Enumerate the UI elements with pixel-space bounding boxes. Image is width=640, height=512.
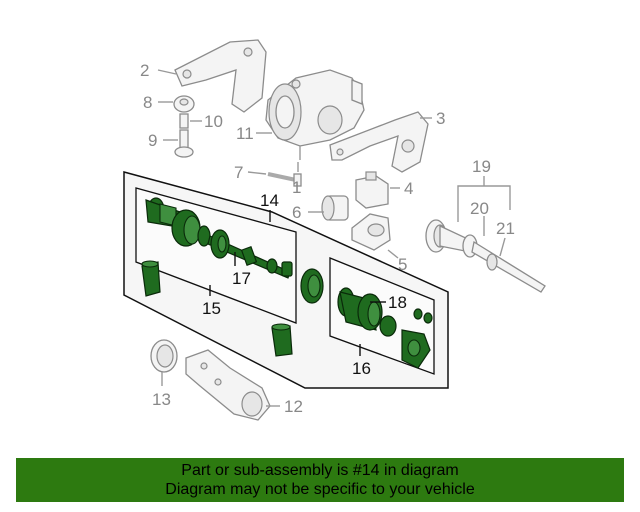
callout-8: 8 xyxy=(143,93,152,112)
part-2-bracket xyxy=(174,39,267,113)
callout-19: 19 xyxy=(472,157,491,176)
part-5-mount xyxy=(351,213,391,251)
callout-3: 3 xyxy=(436,109,445,128)
callout-10: 10 xyxy=(204,112,223,131)
callout-11: 11 xyxy=(236,124,254,143)
part-13-seal xyxy=(150,339,178,373)
part-7-bolt xyxy=(267,172,302,187)
callout-15: 15 xyxy=(202,299,221,318)
part-6-bushing xyxy=(321,195,349,221)
callout-21: 21 xyxy=(496,219,515,238)
callout-5: 5 xyxy=(398,255,407,274)
part-9-bolt xyxy=(174,129,194,158)
part-12-housing xyxy=(185,349,271,421)
part-3-bracket xyxy=(329,111,429,173)
callout-6: 6 xyxy=(292,203,301,222)
part-19-flange-shaft xyxy=(425,219,546,293)
callout-17: 17 xyxy=(232,269,251,288)
callout-12: 12 xyxy=(284,397,303,416)
boot-right xyxy=(271,323,293,357)
info-banner: Part or sub-assembly is #14 in diagram D… xyxy=(16,458,624,502)
callout-14: 14 xyxy=(260,191,279,210)
callout-7: 7 xyxy=(234,163,243,182)
callout-13: 13 xyxy=(152,390,171,409)
part-8-nut xyxy=(173,95,195,113)
banner-line-1: Part or sub-assembly is #14 in diagram xyxy=(181,462,459,479)
callout-9: 9 xyxy=(148,131,157,150)
part-10-sleeve xyxy=(179,113,189,129)
part-4-mount xyxy=(355,171,389,209)
callout-16: 16 xyxy=(352,359,371,378)
banner-line-2: Diagram may not be specific to your vehi… xyxy=(165,481,475,498)
callout-20: 20 xyxy=(470,199,489,218)
cv-joint-inner-assembly xyxy=(145,197,293,279)
callout-4: 4 xyxy=(404,179,413,198)
callout-2: 2 xyxy=(140,61,149,80)
callout-18: 18 xyxy=(388,293,407,312)
part-11-differential xyxy=(265,69,365,160)
cv-joint-outer-assembly xyxy=(337,287,433,369)
clamp-center xyxy=(300,268,324,304)
callout-1: 1 xyxy=(292,178,301,197)
parts-diagram: 2 8 10 9 11 3 7 1 xyxy=(123,39,546,421)
boot-left xyxy=(141,260,161,297)
